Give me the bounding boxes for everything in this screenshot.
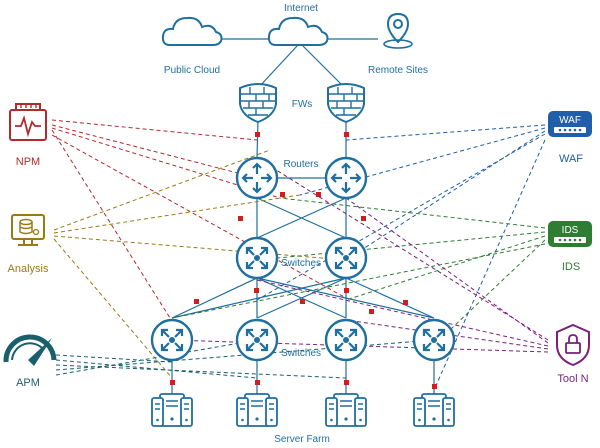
- routers-label: Routers: [283, 159, 318, 170]
- server-icon: [413, 393, 455, 427]
- switch-icon: [412, 318, 456, 362]
- firewall-icon: [327, 83, 365, 123]
- network-links: [171, 38, 435, 394]
- server-icon: [236, 393, 278, 427]
- switch-icon: [235, 236, 279, 280]
- public-cloud-icon: [161, 16, 223, 46]
- ids-label: IDS: [562, 261, 580, 273]
- internet-cloud-icon: [267, 16, 329, 46]
- npm-icon: [9, 103, 47, 141]
- analysis-label: Analysis: [8, 263, 49, 275]
- router-icon: [235, 156, 279, 200]
- waf-badge-text: WAF: [559, 115, 581, 126]
- firewall-icon: [239, 83, 277, 123]
- gauge-icon: [3, 334, 57, 366]
- apm-label: APM: [16, 377, 40, 389]
- internet-label: Internet: [284, 3, 318, 14]
- ids-connections: [171, 197, 546, 346]
- switch-icon: [324, 318, 368, 362]
- remote-sites-label: Remote Sites: [368, 65, 428, 76]
- switch-icon: [235, 318, 279, 362]
- server-icon: [151, 393, 193, 427]
- tool-n-label: Tool N: [557, 373, 588, 385]
- switch-icon: [150, 318, 194, 362]
- fws-label: FWs: [292, 99, 313, 110]
- analysis-icon: [11, 214, 45, 246]
- router-icon: [324, 156, 368, 200]
- tool-n-connections: [171, 157, 549, 353]
- npm-connections: [51, 119, 347, 319]
- apm-connections: [55, 339, 435, 379]
- lock-shield-icon: [556, 323, 590, 367]
- waf-connections: [256, 124, 546, 391]
- ids-badge-text: IDS: [562, 225, 579, 236]
- npm-label: NPM: [16, 156, 40, 168]
- ids-device-icon: IDS: [548, 221, 592, 247]
- analysis-connections: [53, 149, 347, 379]
- switch-icon: [324, 236, 368, 280]
- waf-device-icon: WAF: [548, 111, 592, 137]
- server-icon: [325, 393, 367, 427]
- switches-bottom-label: Switches: [281, 348, 321, 359]
- waf-label: WAF: [559, 153, 583, 165]
- server-farm-label: Server Farm: [274, 434, 330, 445]
- public-cloud-label: Public Cloud: [164, 65, 220, 76]
- switches-top-label: Switches: [281, 258, 321, 269]
- location-pin-icon: [383, 12, 413, 49]
- tap-points: [170, 132, 437, 389]
